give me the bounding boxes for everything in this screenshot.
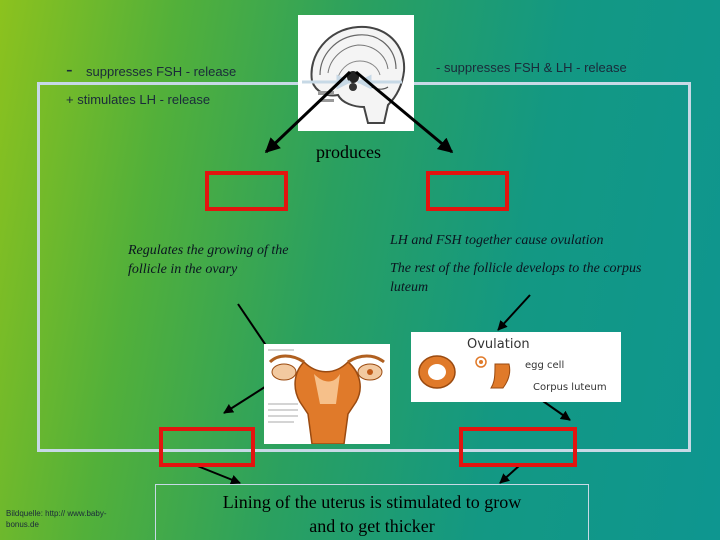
hormone-box-estrogen (159, 427, 255, 467)
feedback-loop-line (37, 82, 691, 452)
hormone-box-progesterone (459, 427, 577, 467)
arrow-to-lining-right (499, 464, 521, 484)
minus-sign-left: - (66, 59, 73, 81)
uterus-image (264, 344, 390, 444)
hormone-box-fsh (205, 171, 288, 211)
image-source-text: Bildquelle: http:// www.baby-bonus.de (6, 509, 107, 529)
ovulation-cause-text: LH and FSH together cause ovulation (390, 233, 604, 248)
lining-box: Lining of the uterus is stimulated to gr… (155, 484, 589, 540)
arrow-to-ovulation (497, 294, 531, 331)
ovulation-title: Ovulation (467, 337, 530, 352)
egg-cell-label: egg cell (525, 360, 565, 371)
arrow-to-estrogen (223, 384, 269, 414)
ovulation-image: Ovulation egg cell Corpus luteum (411, 332, 621, 402)
produces-label: produces (316, 142, 381, 162)
feedback-loop-top-left (37, 82, 309, 85)
hormone-box-lh (426, 171, 509, 211)
suppresses-fsh-lh-text: - suppresses FSH & LH - release (436, 60, 627, 75)
lining-text: Lining of the uterus is stimulated to gr… (222, 492, 522, 536)
suppresses-fsh-text: suppresses FSH - release (86, 64, 237, 79)
stimulates-lh-text: + stimulates LH - release (66, 92, 211, 107)
arrow-to-lining-left (194, 464, 241, 485)
corpus-luteum-text: The rest of the follicle develops to the… (390, 261, 642, 295)
arrow-to-fsh (264, 70, 352, 154)
feedback-loop-top-right (407, 82, 691, 85)
follicle-growth-text: Regulates the growing of the follicle in… (128, 243, 289, 277)
corpus-luteum-label: Corpus luteum (533, 382, 607, 393)
arrow-to-lh (355, 70, 454, 154)
